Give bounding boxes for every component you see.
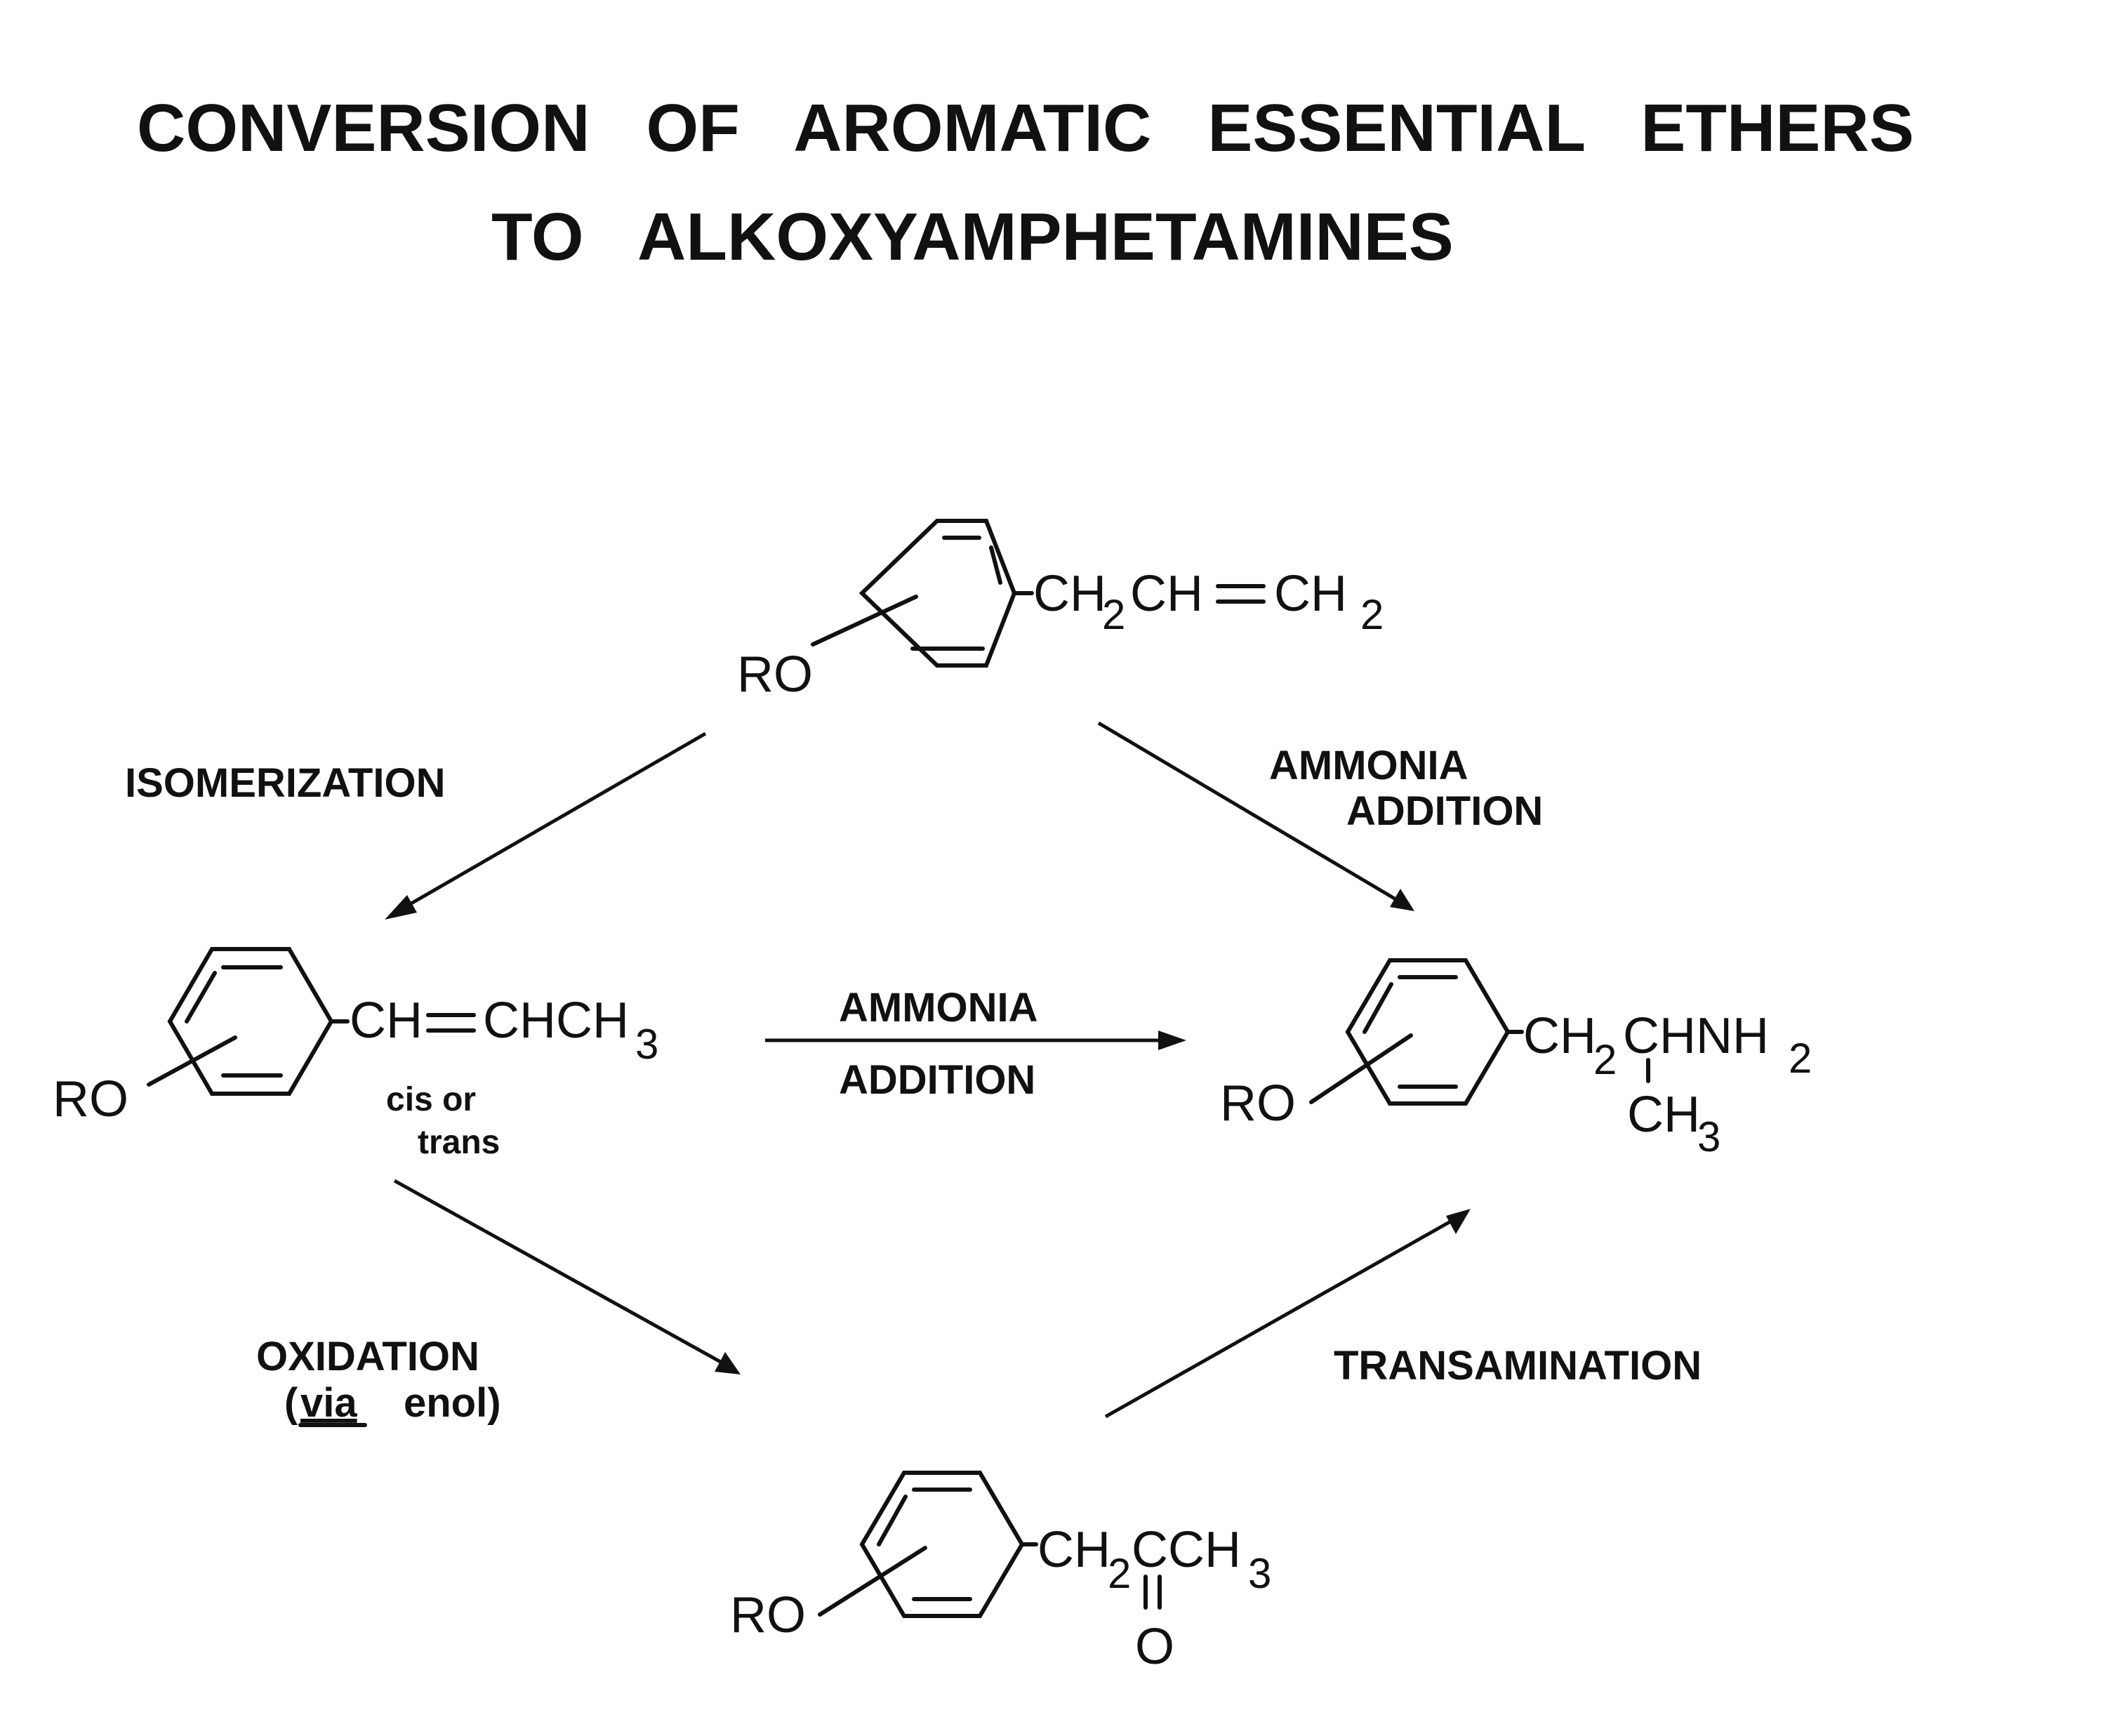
compound-alkoxyamphetamine: RO CH 2 CHNH 2 CH 3 (1220, 958, 1812, 1160)
label-addition-top-2: ADDITION (1346, 788, 1543, 834)
arrow-transamination (1104, 1209, 1471, 1419)
formula-sub-3: 3 (1697, 1113, 1720, 1160)
formula-chnh: CHNH (1623, 1008, 1769, 1064)
label-oxidation-enol: enol) (404, 1380, 501, 1426)
label-ammonia-mid-1: AMMONIA (839, 985, 1038, 1031)
benzene-ring-allyl (858, 519, 1017, 668)
ring-outline (859, 1471, 1025, 1618)
ring-inner-bond (989, 545, 1002, 585)
arrow-shaft (400, 731, 707, 911)
ring-outline (858, 519, 1017, 668)
ro-label: RO (1220, 1075, 1296, 1132)
label-addition-mid-2: ADDITION (839, 1057, 1035, 1103)
arrow-head (1158, 1031, 1186, 1050)
arrow-ammonia-addition-top (1097, 721, 1414, 911)
formula-chch: CHCH (483, 993, 629, 1049)
formula-sub-2: 2 (1108, 1550, 1131, 1597)
title-line-2: TO ALKOXYAMPHETAMINES (491, 199, 1454, 274)
ring-inner-bond (185, 971, 217, 1023)
formula-sub-3: 3 (1248, 1550, 1271, 1597)
arrow-head (385, 895, 417, 920)
formula-ch: CH (1130, 566, 1203, 622)
arrow-head (715, 1352, 741, 1374)
title-line-1: CONVERSION OF AROMATIC ESSENTIAL ETHERS (137, 91, 1914, 166)
arrow-oxidation (393, 1179, 741, 1374)
arrow-ammonia-addition-mid (765, 1031, 1186, 1050)
formula-ch: CH (350, 993, 423, 1049)
arrow-head (1390, 889, 1414, 911)
label-oxidation-1: OXIDATION (256, 1334, 479, 1379)
ro-bond (818, 1546, 927, 1617)
ring-inner-bond (1362, 982, 1393, 1034)
label-ammonia-top-1: AMMONIA (1269, 743, 1468, 788)
compound-propenyl: RO CH CHCH 3 cis or trans (53, 947, 658, 1161)
ro-bond (147, 1035, 237, 1087)
ring-inner-bond (877, 1495, 908, 1546)
stereo-note-1: cis or (386, 1081, 476, 1118)
arrow-head (1446, 1209, 1471, 1234)
compound-allyl: RO CH 2 CH CH 2 (737, 519, 1384, 703)
arrow-shaft (1097, 721, 1398, 902)
ro-bond (811, 595, 918, 647)
ring-outline (1345, 958, 1511, 1106)
formula-sub-2: 2 (1360, 591, 1384, 638)
compound-ketone: RO CH 2 CCH 3 O (730, 1471, 1271, 1675)
benzene-ring-ketone (859, 1471, 1025, 1618)
formula-sub-3: 3 (635, 1021, 658, 1068)
label-transamination: TRANSAMINATION (1334, 1343, 1702, 1389)
ro-label: RO (737, 647, 813, 703)
label-oxidation-open-paren: ( (284, 1380, 298, 1426)
formula-cch: CCH (1132, 1522, 1241, 1578)
ro-label: RO (53, 1071, 128, 1127)
formula-ch: CH (1523, 1008, 1596, 1064)
ring-outline (167, 947, 334, 1096)
label-oxidation-via: via (300, 1380, 357, 1426)
benzene-ring-amphetamine (1345, 958, 1511, 1106)
arrow-shaft (393, 1179, 724, 1365)
arrow-isomerization (385, 731, 707, 920)
formula-sub-2: 2 (1789, 1035, 1812, 1082)
stereo-note-2: trans (418, 1124, 500, 1161)
ro-label: RO (730, 1587, 806, 1643)
benzene-ring-propenyl (167, 947, 334, 1096)
formula-methyl: CH (1627, 1087, 1700, 1143)
formula-sub-2: 2 (1102, 591, 1125, 638)
arrow-shaft (1104, 1218, 1454, 1419)
ro-bond (1309, 1033, 1413, 1104)
formula-sub-2: 2 (1593, 1036, 1617, 1083)
formula-ch: CH (1037, 1522, 1110, 1578)
formula-ch: CH (1033, 566, 1106, 622)
label-isomerization: ISOMERIZATION (125, 760, 445, 806)
carbonyl-oxygen: O (1135, 1619, 1174, 1675)
formula-ch: CH (1274, 566, 1347, 622)
